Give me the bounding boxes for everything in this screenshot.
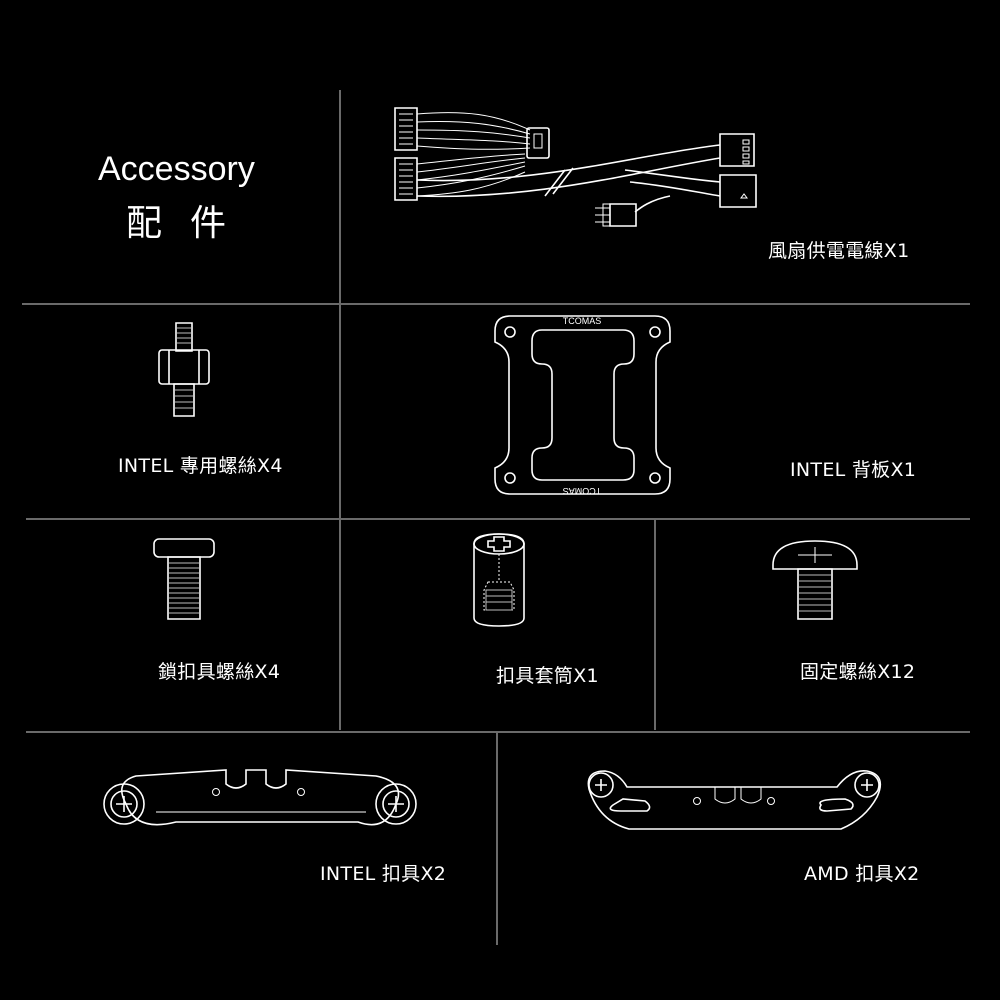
- lock-screw-illustration: [150, 535, 220, 625]
- divider-horizontal-3: [26, 731, 970, 733]
- fan-power-cable-label: 風扇供電電線X1: [768, 240, 910, 262]
- page-title-chinese: 配件: [126, 203, 255, 244]
- backplate-brand-top: TCOMAS: [563, 316, 602, 326]
- backplate-brand-bottom: TCOMAS: [563, 486, 602, 496]
- divider-horizontal-2: [26, 518, 970, 520]
- clip-sleeve-illustration: [468, 530, 530, 630]
- divider-vertical-top: [339, 90, 341, 730]
- mounting-screw-illustration: [768, 535, 863, 625]
- intel-clip-label: INTEL 扣具X2: [320, 863, 447, 885]
- intel-screw-illustration: [155, 320, 215, 420]
- divider-horizontal-1: [22, 303, 970, 305]
- intel-clip-illustration: [96, 762, 426, 842]
- lock-screw-label: 鎖扣具螺絲X4: [158, 661, 281, 683]
- amd-clip-label: AMD 扣具X2: [804, 863, 920, 885]
- divider-vertical-bottom: [496, 731, 498, 945]
- page-title-english: Accessory: [98, 150, 255, 188]
- fan-power-cable-illustration: [385, 100, 775, 240]
- intel-backplate-label: INTEL 背板X1: [790, 459, 917, 481]
- intel-screw-label: INTEL 專用螺絲X4: [118, 455, 283, 477]
- amd-clip-illustration: [575, 763, 895, 843]
- divider-vertical-mid: [654, 518, 656, 730]
- mounting-screw-label: 固定螺絲X12: [800, 661, 916, 683]
- clip-sleeve-label: 扣具套筒X1: [496, 665, 599, 687]
- intel-backplate-illustration: TCOMAS TCOMAS: [490, 312, 675, 496]
